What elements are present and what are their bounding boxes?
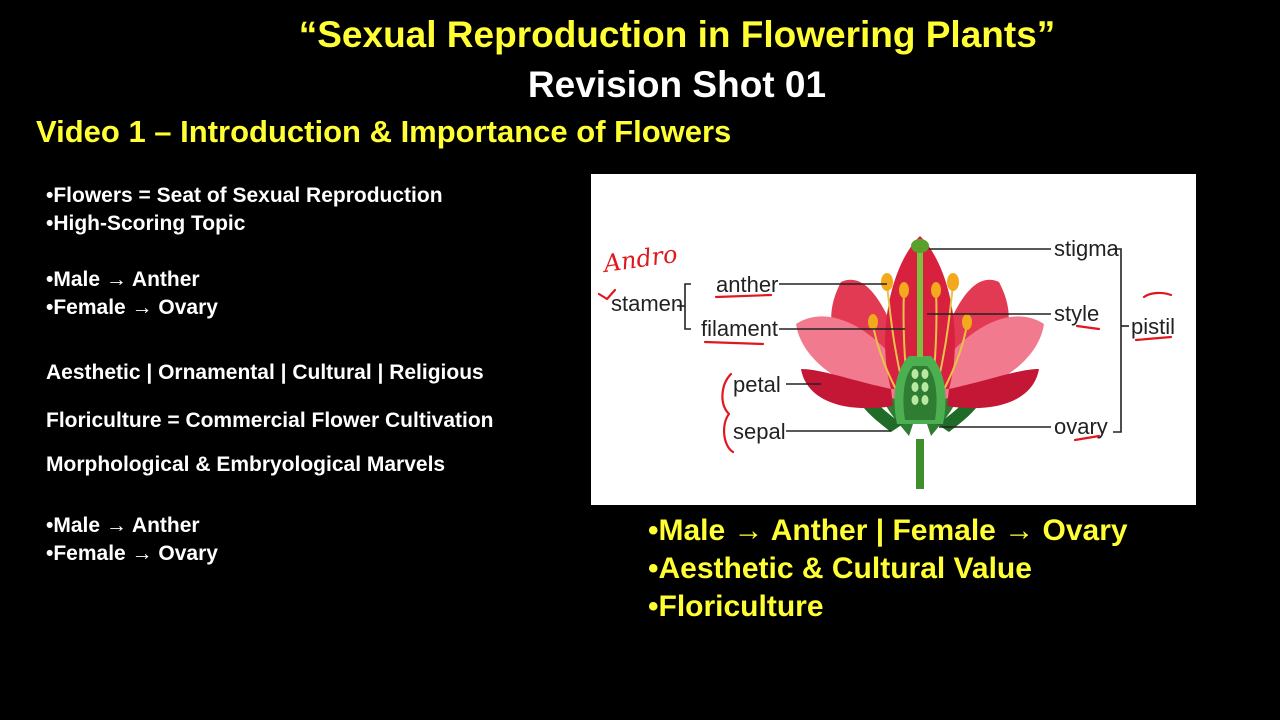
petal-outer-right	[934, 316, 1044, 399]
stigma	[911, 239, 929, 253]
handwritten-underlines	[597, 288, 1173, 454]
label-petal: petal	[733, 372, 781, 397]
page-title: “Sexual Reproduction in Flowering Plants…	[298, 14, 1056, 55]
video-heading: Video 1 – Introduction & Importance of F…	[36, 114, 732, 149]
summary-item: •Male → Anther | Female → Ovary	[648, 514, 1128, 547]
petal-curl-right	[947, 369, 1039, 409]
label-anther: anther	[716, 272, 778, 297]
note-floriculture: Floriculture = Commercial Flower Cultiva…	[46, 409, 494, 432]
note-line: •Flowers = Seat of Sexual Reproduction	[46, 184, 443, 207]
label-style: style	[1054, 301, 1099, 326]
flower-diagram: stamen anther filament petal sepal stigm…	[591, 174, 1196, 505]
note-line: •Male → Anther	[46, 514, 200, 537]
note-marvels: Morphological & Embryological Marvels	[46, 453, 446, 476]
ovules	[911, 369, 929, 405]
label-stigma: stigma	[1054, 236, 1120, 261]
petal-curl-left	[801, 369, 893, 409]
summary-list: •Male → Anther | Female → Ovary •Aesthet…	[648, 512, 1128, 626]
stalk	[916, 439, 924, 489]
summary-item: •Aesthetic & Cultural Value	[648, 552, 1032, 585]
summary-item: •Floriculture	[648, 590, 824, 623]
note-values: Aesthetic | Ornamental | Cultural | Reli…	[46, 361, 484, 384]
note-line: •Female → Ovary	[46, 542, 218, 565]
label-pistil: pistil	[1131, 314, 1175, 339]
note-line: •High-Scoring Topic	[46, 212, 246, 235]
flower-diagram-svg: stamen anther filament petal sepal stigm…	[597, 236, 1175, 489]
label-stamen: stamen	[611, 291, 683, 316]
ovary-chamber	[903, 366, 937, 420]
label-filament: filament	[701, 316, 778, 341]
note-line: •Male → Anther	[46, 268, 200, 291]
page-subtitle: Revision Shot 01	[527, 64, 827, 105]
label-ovary: ovary	[1054, 414, 1108, 439]
handwritten-note: Andro	[600, 240, 679, 278]
notes-group-intro: •Flowers = Seat of Sexual Reproduction •…	[46, 182, 443, 238]
label-sepal: sepal	[733, 419, 786, 444]
notes-group-male-female: •Male → Anther •Female → Ovary	[46, 266, 218, 322]
notes-group-male-female-repeat: •Male → Anther •Female → Ovary	[46, 512, 218, 568]
leader-lines	[677, 248, 1129, 433]
petal-outer-left	[796, 316, 906, 399]
style	[917, 249, 923, 357]
note-line: •Female → Ovary	[46, 296, 218, 319]
anthers	[868, 273, 972, 330]
